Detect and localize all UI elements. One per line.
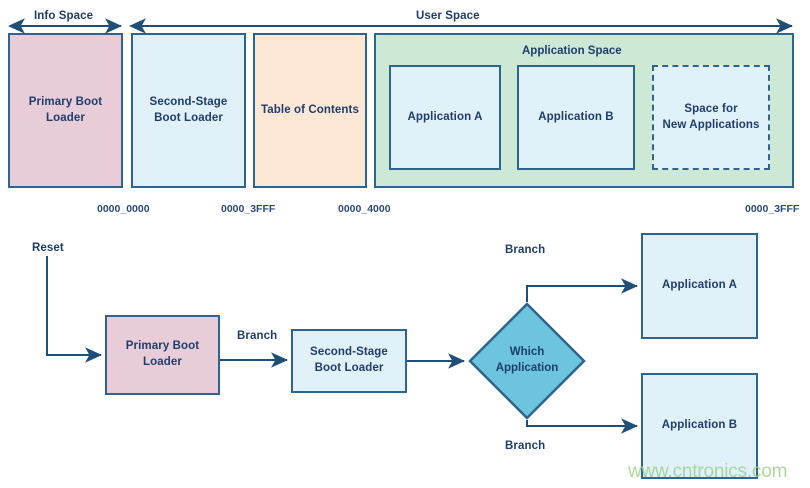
memory-block-second-stage-boot-loader-label: Second-Stage Boot Loader <box>149 95 228 124</box>
memory-block-primary-boot-loader: Primary Boot Loader <box>8 33 123 188</box>
connector-decision-to-app-a <box>526 278 638 302</box>
memory-app-application-a-label: Application A <box>407 110 483 123</box>
reset-label: Reset <box>32 242 64 254</box>
address-user-start: 0000_4000 <box>338 203 391 215</box>
info-space-label: Info Space <box>34 10 94 22</box>
memory-app-application-b: Application B <box>517 65 635 170</box>
watermark: www.cntronics.com <box>628 461 788 482</box>
memory-block-second-stage-boot-loader: Second-Stage Boot Loader <box>131 33 246 188</box>
memory-app-space-for-new-applications: Space for New Applications <box>652 65 770 170</box>
memory-block-table-of-contents-label: Table of Contents <box>261 103 359 116</box>
flow-node-second-stage-boot-loader: Second-Stage Boot Loader <box>291 329 407 393</box>
flow-node-primary-boot-loader-label: Primary Boot Loader <box>125 340 200 368</box>
reset-connector <box>46 256 102 363</box>
memory-block-table-of-contents: Table of Contents <box>253 33 367 188</box>
flow-node-application-b-label: Application B <box>661 419 738 432</box>
address-start: 0000_0000 <box>97 203 150 215</box>
address-info-end: 0000_3FFF <box>221 203 276 215</box>
connector-decision-to-app-b <box>526 418 638 434</box>
decision-diamond-shape <box>468 302 586 420</box>
branch-label-2: Branch <box>505 244 546 256</box>
branch-label-1: Branch <box>237 330 278 342</box>
flow-node-application-a-label: Application A <box>662 279 737 292</box>
memory-app-application-a: Application A <box>389 65 501 170</box>
memory-block-primary-boot-loader-label: Primary Boot Loader <box>28 95 103 124</box>
branch-label-3: Branch <box>505 440 546 452</box>
memory-app-space-for-new-applications-label: Space for New Applications <box>662 102 760 131</box>
flow-node-decision-label: Which Application <box>495 346 559 374</box>
flow-node-application-b: Application B <box>641 373 758 479</box>
memory-app-application-b-label: Application B <box>538 110 614 123</box>
flow-node-second-stage-boot-loader-label: Second-Stage Boot Loader <box>310 346 388 374</box>
flow-node-primary-boot-loader: Primary Boot Loader <box>105 315 220 395</box>
flow-node-decision: Which Application <box>468 302 586 420</box>
user-space-label: User Space <box>416 10 480 22</box>
application-space-title: Application Space <box>522 45 622 57</box>
flow-node-application-a: Application A <box>641 233 758 339</box>
address-user-end: 0000_3FFF <box>745 203 800 215</box>
